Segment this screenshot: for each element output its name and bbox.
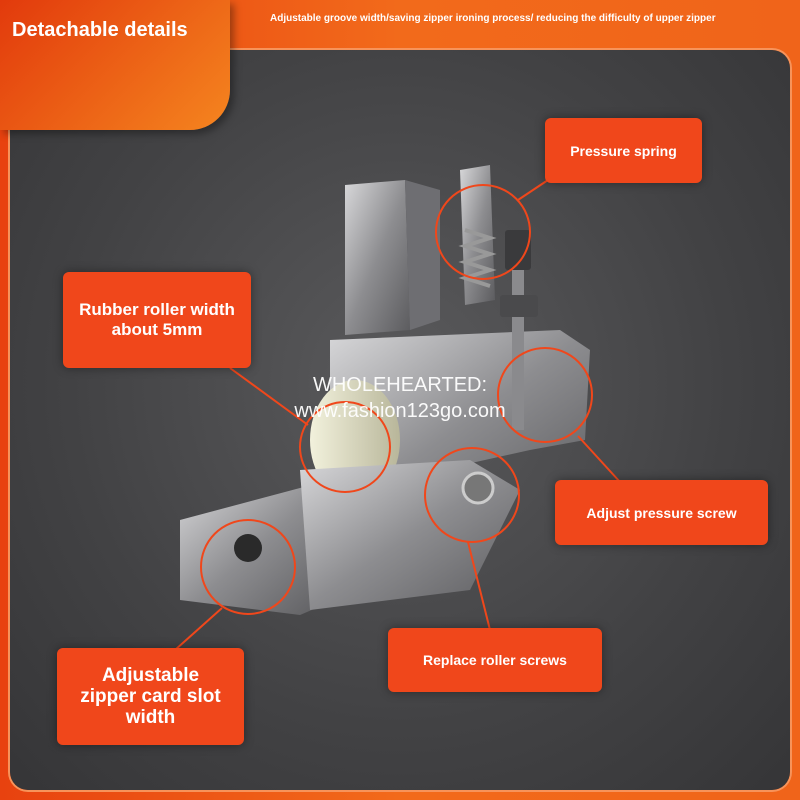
header-tab: Detachable details [0, 0, 230, 130]
callout-zipper-slot-width: Adjustable zipper card slot width [57, 648, 244, 745]
highlight-circle-roller [299, 401, 391, 493]
callout-replace-roller-screws: Replace roller screws [388, 628, 602, 692]
page-title: Detachable details [12, 19, 188, 41]
watermark-line1: WHOLEHEARTED: [312, 374, 488, 396]
highlight-circle-screw [497, 347, 593, 443]
highlight-circle-slot [200, 519, 296, 615]
watermark-line2: www.fashion123go.com [294, 400, 506, 422]
watermark: WHOLEHEARTED: www.fashion123go.com [250, 372, 550, 424]
callout-rubber-roller: Rubber roller width about 5mm [63, 272, 251, 368]
presser-foot [180, 165, 590, 615]
page-subtitle: Adjustable groove width/saving zipper ir… [270, 13, 716, 24]
highlight-circle-roller-screw [424, 447, 520, 543]
callout-adjust-pressure-screw: Adjust pressure screw [555, 480, 768, 545]
callout-pressure-spring: Pressure spring [545, 118, 702, 183]
highlight-circle-spring [435, 184, 531, 280]
